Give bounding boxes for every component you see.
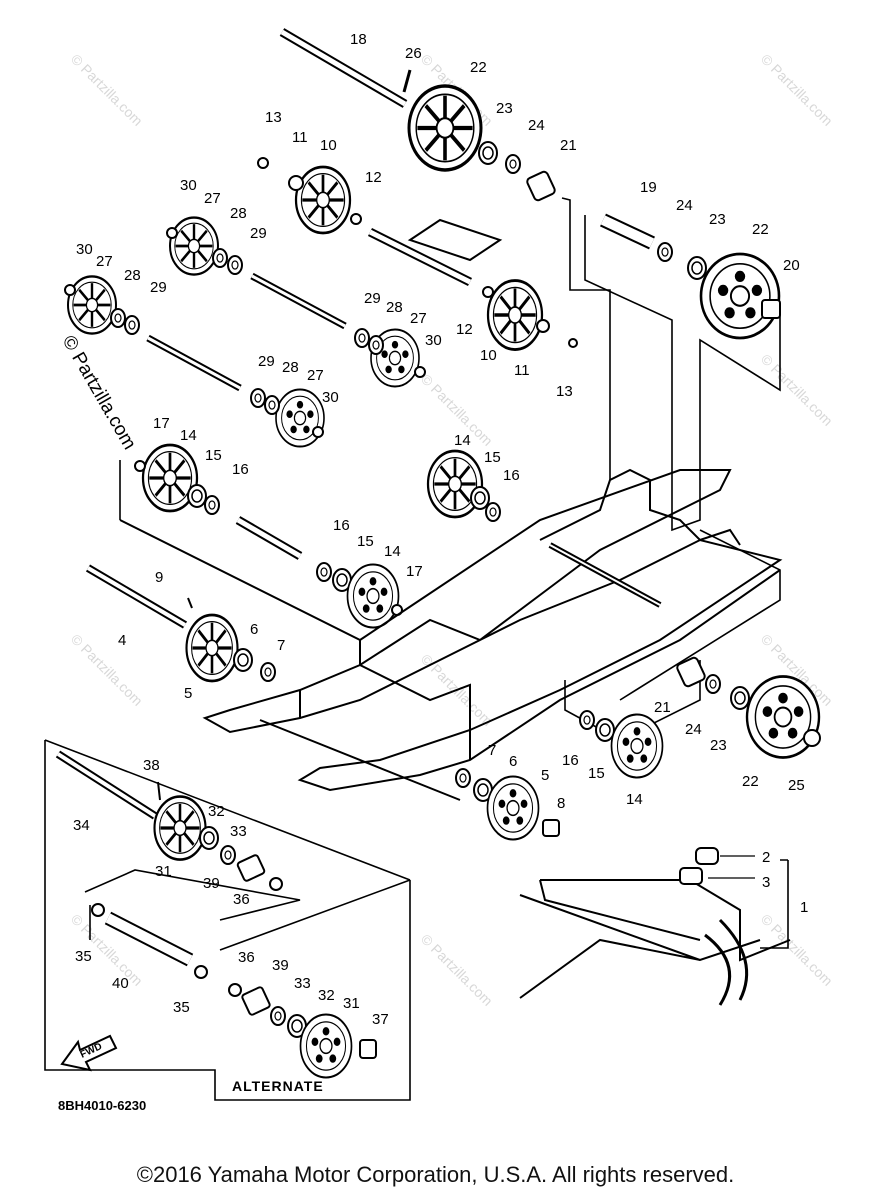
- callout: 24: [676, 197, 693, 214]
- callout: 35: [75, 948, 92, 965]
- watermark: © Partzilla.com: [758, 351, 836, 429]
- callout: 28: [386, 299, 403, 316]
- callout: 21: [654, 699, 671, 716]
- callout: 17: [153, 415, 170, 432]
- callout: 2: [762, 849, 770, 866]
- callout: 28: [282, 359, 299, 376]
- callout: 16: [503, 467, 520, 484]
- callout: 25: [788, 777, 805, 794]
- callout: 10: [320, 137, 337, 154]
- callouts: 18 26 22 13 11 10 23 24 21 19 24 23 22 2…: [73, 31, 808, 1028]
- callout: 30: [76, 241, 93, 258]
- callout: 35: [173, 999, 190, 1016]
- callout: 30: [322, 389, 339, 406]
- watermark: © Partzilla.com: [68, 631, 146, 709]
- callout: 19: [640, 179, 657, 196]
- callout: 13: [265, 109, 282, 126]
- callout: 26: [405, 45, 422, 62]
- callout: 29: [250, 225, 267, 242]
- watermarks: © Partzilla.com © Partzilla.com © Partzi…: [58, 51, 836, 1009]
- callout: 15: [205, 447, 222, 464]
- callout: 39: [272, 957, 289, 974]
- callout: 29: [258, 353, 275, 370]
- callout: 29: [364, 290, 381, 307]
- callout: 30: [425, 332, 442, 349]
- callout: 3: [762, 874, 770, 891]
- callout: 28: [230, 205, 247, 222]
- callout: 27: [410, 310, 427, 327]
- callout: 24: [528, 117, 545, 134]
- callout: 22: [470, 59, 487, 76]
- callout: 30: [180, 177, 197, 194]
- fwd-label: FWD: [79, 1041, 104, 1061]
- callout: 22: [742, 773, 759, 790]
- exploded-parts-diagram: © Partzilla.com © Partzilla.com © Partzi…: [44, 28, 836, 1101]
- callout: 27: [96, 253, 113, 270]
- callout: 1: [800, 899, 808, 916]
- callout: 21: [560, 137, 577, 154]
- callout: 23: [496, 100, 513, 117]
- callout: 17: [406, 563, 423, 580]
- parts-drawing: [44, 28, 821, 1101]
- callout: 37: [372, 1011, 389, 1028]
- callout: 27: [204, 190, 221, 207]
- callout: 29: [150, 279, 167, 296]
- callout: 34: [73, 817, 90, 834]
- callout: 8: [557, 795, 565, 812]
- callout: 11: [514, 362, 530, 379]
- callout: 38: [143, 757, 160, 774]
- watermark: © Partzilla.com: [418, 931, 496, 1009]
- watermark: © Partzilla.com: [758, 911, 836, 989]
- callout: 39: [203, 875, 220, 892]
- callout: 31: [343, 995, 360, 1012]
- copyright-notice: ©2016 Yamaha Motor Corporation, U.S.A. A…: [136, 1162, 735, 1187]
- watermark: © Partzilla.com: [58, 332, 140, 453]
- callout: 22: [752, 221, 769, 238]
- callout: 18: [350, 31, 367, 48]
- callout: 16: [333, 517, 350, 534]
- callout: 24: [685, 721, 702, 738]
- callout: 23: [709, 211, 726, 228]
- callout: 40: [112, 975, 129, 992]
- callout: 15: [357, 533, 374, 550]
- callout: 16: [232, 461, 249, 478]
- callout: 12: [456, 321, 473, 338]
- callout: 36: [238, 949, 255, 966]
- callout: 32: [208, 803, 225, 820]
- callout: 14: [454, 432, 471, 449]
- callout: 5: [541, 767, 549, 784]
- callout: 36: [233, 891, 250, 908]
- callout: 15: [484, 449, 501, 466]
- callout: 11: [292, 129, 308, 146]
- alternate-label: ALTERNATE: [232, 1078, 324, 1094]
- callout: 10: [480, 347, 497, 364]
- callout: 32: [318, 987, 335, 1004]
- watermark: © Partzilla.com: [758, 51, 836, 129]
- callout: 16: [562, 752, 579, 769]
- callout: 33: [230, 823, 247, 840]
- callout: 5: [184, 685, 192, 702]
- callout: 28: [124, 267, 141, 284]
- part-code: 8BH4010-6230: [58, 1098, 147, 1113]
- callout: 33: [294, 975, 311, 992]
- callout: 6: [509, 753, 517, 770]
- callout: 12: [365, 169, 382, 186]
- callout: 4: [118, 632, 126, 649]
- callout: 7: [488, 742, 496, 759]
- callout: 20: [783, 257, 800, 274]
- callout: 14: [626, 791, 643, 808]
- callout: 13: [556, 383, 573, 400]
- callout: 14: [384, 543, 401, 560]
- watermark: © Partzilla.com: [68, 51, 146, 129]
- callout: 31: [155, 863, 172, 880]
- callout: 23: [710, 737, 727, 754]
- callout: 9: [155, 569, 163, 586]
- callout: 7: [277, 637, 285, 654]
- callout: 14: [180, 427, 197, 444]
- callout: 27: [307, 367, 324, 384]
- callout: 15: [588, 765, 605, 782]
- callout: 6: [250, 621, 258, 638]
